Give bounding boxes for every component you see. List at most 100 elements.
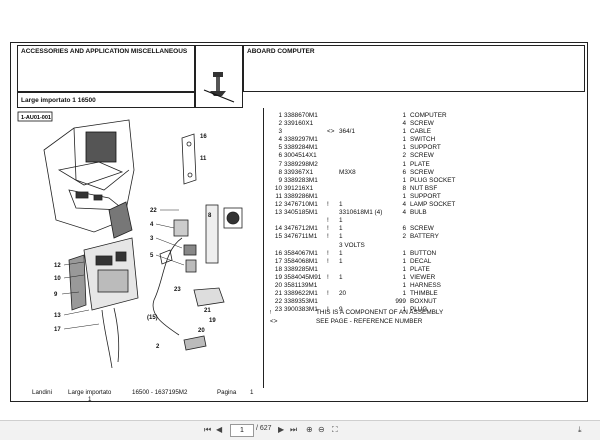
group-title-cell: ACCESSORIES AND APPLICATION MISCELLANEOU…	[17, 45, 195, 92]
callout-3: 3	[150, 236, 154, 242]
ref-number: 1	[278, 112, 282, 119]
callout-2: 2	[156, 344, 160, 350]
assembly-marker-icon: !	[270, 310, 272, 316]
description: HARNESS	[410, 281, 441, 289]
ref-number: 19	[274, 273, 282, 281]
ref-number: 8	[278, 168, 282, 176]
group-title: ACCESSORIES AND APPLICATION MISCELLANEOU…	[21, 48, 188, 55]
part-note: 1	[339, 273, 343, 281]
description: PLUG SOCKET	[410, 176, 456, 184]
quantity: 1	[402, 192, 406, 200]
part-number: 3004514X1	[284, 152, 317, 160]
plates-drawing	[159, 133, 197, 265]
description: BUTTON	[410, 249, 437, 257]
assembly-mark: !	[327, 290, 329, 298]
part-number: 3405185M1	[284, 209, 318, 217]
part-note: M3X8	[339, 168, 356, 176]
description: SCREW	[410, 168, 434, 176]
callout-19: 19	[209, 318, 216, 324]
callout-4: 4	[150, 222, 154, 228]
description: LAMP SOCKET	[410, 201, 456, 209]
part-number: 3581139M1	[284, 281, 318, 289]
ref-number: 10	[274, 184, 282, 192]
description: SUPPORT	[410, 144, 441, 152]
description: BOXNUT	[410, 298, 437, 306]
callout-13: 13	[54, 313, 61, 319]
section-title-cell: ABOARD COMPUTER	[243, 45, 585, 92]
ref-number: 13	[274, 209, 282, 217]
ref-number: 14	[274, 225, 282, 233]
section-title: ABOARD COMPUTER	[247, 48, 315, 55]
quantity: 1	[402, 306, 406, 314]
part-note: 1	[339, 233, 343, 241]
quantity: 1	[402, 176, 406, 184]
part-note: 1	[339, 225, 343, 233]
quantity: 4	[402, 209, 406, 217]
next-page-icon[interactable]: ▶	[278, 425, 285, 434]
part-note: 1	[339, 249, 343, 257]
part-note: 364/1	[339, 128, 355, 136]
callout-23: 23	[174, 287, 181, 293]
footer-page-no: 1	[250, 389, 254, 396]
fit-page-icon[interactable]: ⛶	[332, 425, 338, 434]
last-page-icon[interactable]: ⏭	[290, 425, 298, 434]
part-number: 3389284M1	[284, 144, 318, 152]
part-number: 3584068M1	[284, 257, 318, 265]
legend-assembly-text: THIS IS A COMPONENT OF AN ASSEMBLY	[316, 309, 444, 316]
zoom-in-icon[interactable]: ⊕	[306, 425, 313, 434]
ref-number: 18	[274, 265, 282, 273]
prev-page-icon[interactable]: ◀	[216, 425, 223, 434]
description: SCREW	[410, 120, 434, 128]
quantity: 1	[402, 136, 406, 144]
zoom-out-icon[interactable]: ⊖	[318, 425, 325, 434]
first-page-icon[interactable]: ⏮	[204, 425, 212, 434]
quantity: 1	[402, 249, 406, 257]
cab-console-drawing	[43, 119, 135, 239]
assembly-mark: <>	[327, 128, 335, 136]
part-number: 3476710M1	[284, 201, 318, 209]
part-note: 1	[339, 257, 343, 265]
quantity: 6	[402, 168, 406, 176]
ref-number: 3	[278, 128, 282, 136]
assembly-mark: !	[327, 217, 329, 225]
ref-number: 7	[278, 160, 282, 168]
ref-number: 9	[278, 176, 282, 184]
computer-unit-drawing	[68, 237, 139, 369]
model-label: Large importato 1 16500	[21, 97, 96, 104]
part-note: 3 VOLTS	[339, 241, 365, 249]
assembly-mark: !	[327, 306, 329, 314]
description: PLUG	[410, 306, 428, 314]
assembly-mark: !	[327, 249, 329, 257]
table-row: 3 VOLTS	[270, 242, 580, 250]
callout-12: 12	[54, 263, 61, 269]
model-cell: Large importato 1 16500	[17, 92, 195, 108]
ref-number: 2	[278, 120, 282, 128]
part-number: 391216X1	[284, 184, 314, 192]
quantity: 1	[402, 257, 406, 265]
part-number: 3476712M1	[284, 225, 318, 233]
ref-number: 4	[278, 136, 282, 144]
callout-17: 17	[54, 327, 61, 333]
page-number-input[interactable]: 1	[230, 424, 254, 437]
ref-number: 5	[278, 144, 282, 152]
ref-number: 15	[274, 233, 282, 241]
ref-number: 16	[274, 249, 282, 257]
assembly-mark: !	[327, 233, 329, 241]
download-icon[interactable]: ⤓	[578, 425, 582, 434]
callout-22: 22	[150, 208, 157, 214]
